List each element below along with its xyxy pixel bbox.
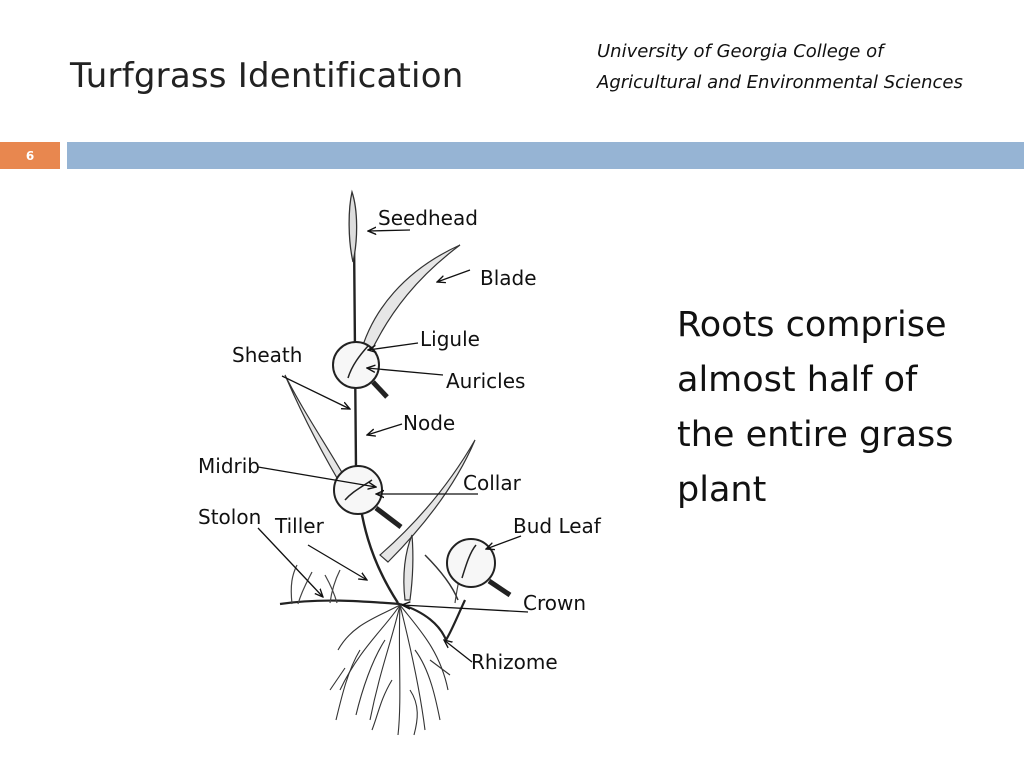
left-leaf — [284, 374, 353, 496]
label-pointers — [257, 230, 529, 663]
page-number-badge: 6 — [0, 142, 60, 169]
label-seedhead: Seedhead — [378, 206, 478, 230]
label-auricles: Auricles — [446, 369, 526, 393]
label-crown: Crown — [523, 591, 587, 615]
fact-line: almost half of — [677, 360, 918, 400]
label-bud-leaf: Bud Leaf — [513, 514, 601, 538]
fact-line: the entire grass — [677, 415, 954, 455]
institution-name: University of Georgia College of Agricul… — [597, 36, 1007, 98]
side-leaf — [424, 554, 459, 601]
right-leaf — [379, 439, 476, 563]
magnifier-ligule — [332, 341, 389, 399]
stolon-illustration — [279, 599, 401, 606]
stolon-shoots — [290, 564, 463, 605]
label-tiller: Tiller — [275, 514, 324, 538]
roots-fact-text: Roots comprise almost half of the entire… — [677, 298, 997, 518]
label-collar: Collar — [463, 471, 521, 495]
roots-illustration — [329, 604, 451, 736]
label-sheath: Sheath — [232, 343, 303, 367]
fact-line: Roots comprise — [677, 305, 947, 345]
magnifier-bud-leaf — [446, 538, 512, 598]
label-blade: Blade — [480, 266, 537, 290]
institution-line: Agricultural and Environmental Sciences — [597, 72, 963, 93]
fact-line: plant — [677, 470, 767, 510]
label-midrib: Midrib — [198, 454, 260, 478]
seedhead-illustration — [348, 189, 358, 263]
label-ligule: Ligule — [420, 327, 480, 351]
header-accent-bar — [67, 142, 1024, 169]
tiller-leaf — [403, 534, 414, 601]
institution-line: University of Georgia College of — [597, 41, 884, 62]
slide-title: Turfgrass Identification — [70, 56, 464, 96]
label-rhizome: Rhizome — [471, 650, 558, 674]
label-node: Node — [403, 411, 456, 435]
label-stolon: Stolon — [198, 505, 262, 529]
magnifier-collar — [333, 465, 403, 529]
